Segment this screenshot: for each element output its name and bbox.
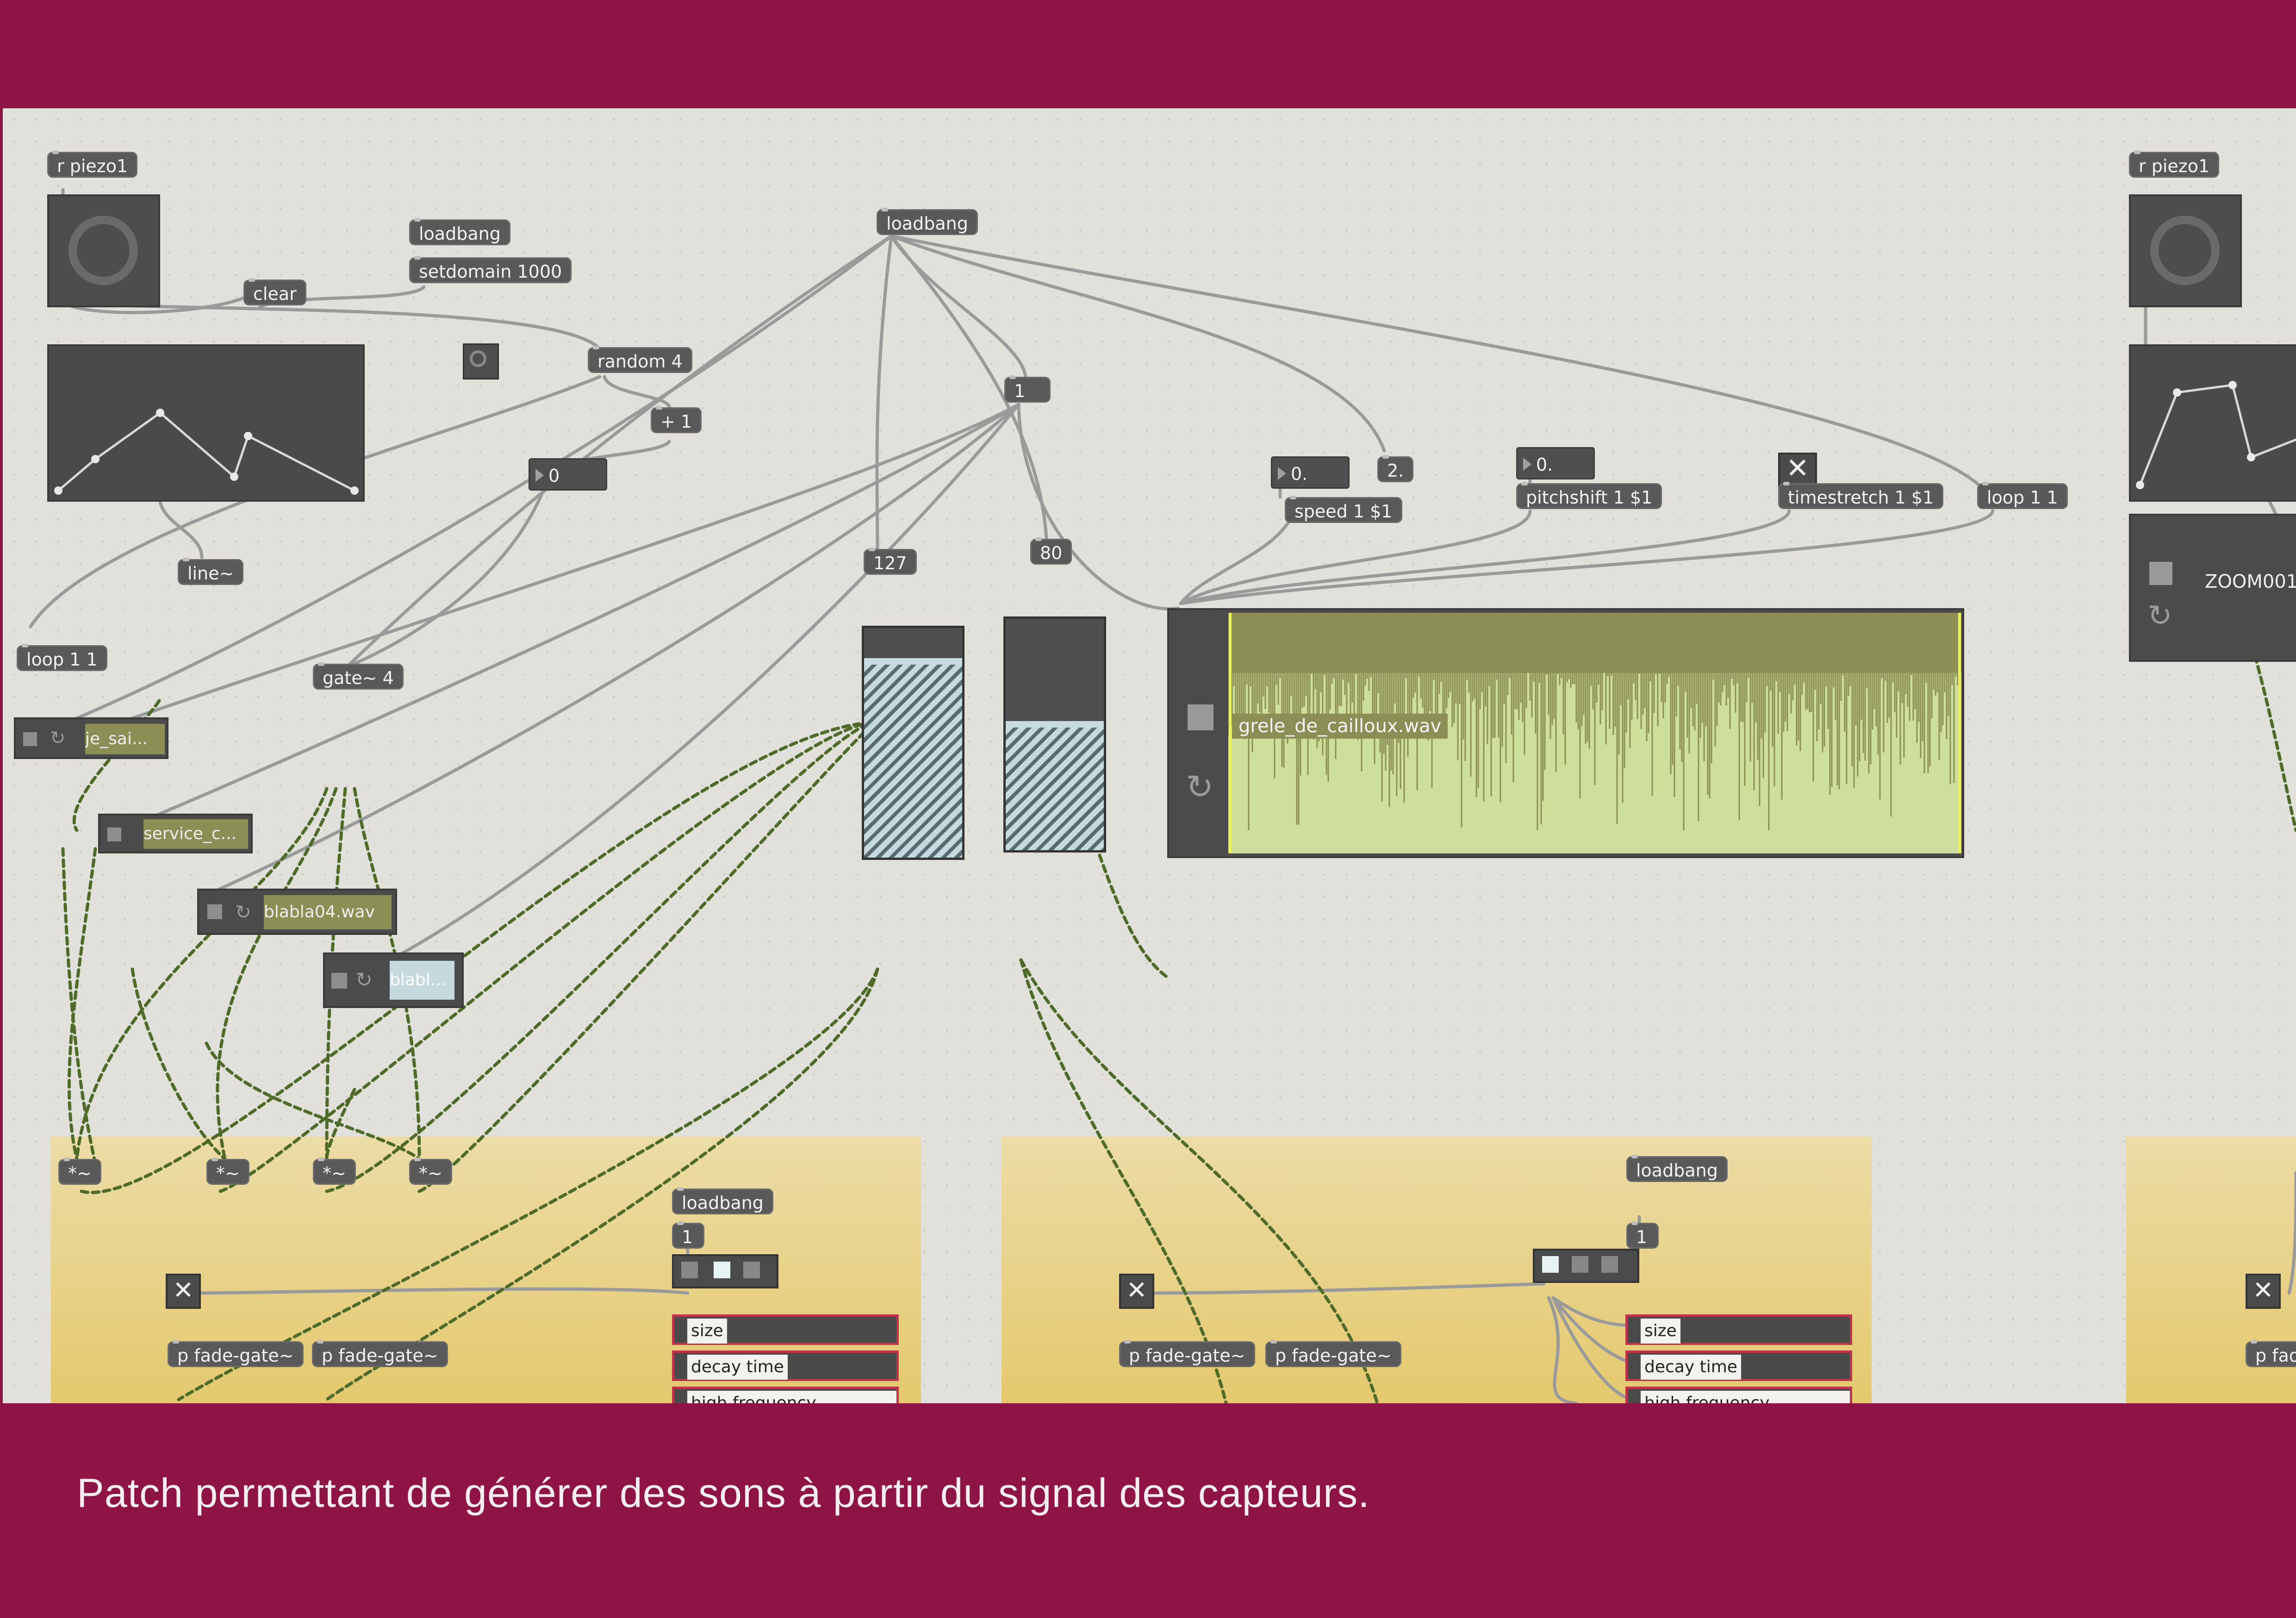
gate-object[interactable]: gate~ 4 [313, 662, 404, 690]
preset-radio-panel2[interactable] [1533, 1249, 1639, 1283]
clear-message[interactable]: clear [243, 278, 306, 305]
loadbang-main-object[interactable]: loadbang [877, 208, 978, 235]
multiply-signal-4[interactable]: *~ [409, 1157, 452, 1185]
r-piezo1-object-right[interactable]: r piezo1 [2129, 150, 2220, 178]
figure-caption: Patch permettant de générer des sons à p… [77, 1470, 1370, 1516]
play-square-icon[interactable] [107, 828, 121, 841]
message-127[interactable]: 127 [864, 548, 917, 575]
slider-fill [864, 658, 962, 858]
gate-toggle-panel2[interactable]: ✕ [1119, 1274, 1154, 1309]
fade-gate-2[interactable]: p fade-gate~ [312, 1340, 448, 1367]
toggle-x-icon: ✕ [1786, 452, 1810, 485]
gain-slider-80[interactable] [1003, 616, 1106, 853]
setdomain-message[interactable]: setdomain 1000 [409, 256, 572, 283]
player-service[interactable]: service_c... [98, 814, 253, 853]
play-square-icon[interactable] [2149, 562, 2172, 585]
waveform-player[interactable]: ↻ grele_de_cailloux.wav [1167, 608, 1964, 858]
loop-message-right[interactable]: loop 1 1 [1977, 482, 2068, 509]
message-one-panel1[interactable]: 1 [672, 1221, 704, 1249]
preset-radio-panel1[interactable] [672, 1254, 778, 1288]
piezo1-dial[interactable] [47, 194, 160, 307]
pitchshift-message[interactable]: pitchshift 1 $1 [1516, 482, 1662, 509]
player-blabl[interactable]: ↻ blabl... [323, 952, 464, 1008]
r-piezo1-object[interactable]: r piezo1 [47, 150, 138, 178]
reverb-size-param[interactable]: size [672, 1314, 899, 1345]
player-je-sai[interactable]: ↻ je_sai... [14, 717, 168, 759]
random-object[interactable]: random 4 [588, 346, 692, 373]
message-two[interactable]: 2. [1377, 455, 1414, 482]
message-one-panel2[interactable]: 1 [1626, 1221, 1659, 1249]
play-square-icon[interactable] [207, 904, 222, 919]
play-square-icon[interactable] [23, 732, 37, 746]
slider-fill [1006, 721, 1104, 850]
patcher-canvas[interactable]: r piezo1 loadbang setdomain 1000 clear r… [3, 108, 2296, 1403]
multiply-signal-2[interactable]: *~ [206, 1157, 249, 1185]
message-80[interactable]: 80 [1030, 537, 1072, 565]
player-label: blabl... [390, 961, 454, 1000]
message-one[interactable]: 1 [1004, 375, 1051, 403]
loadbang-panel2[interactable]: loadbang [1626, 1155, 1728, 1182]
play-square-icon[interactable] [331, 973, 347, 989]
reverb-decay-param-2[interactable]: decay time [1625, 1350, 1852, 1381]
gate-toggle-panel1[interactable]: ✕ [166, 1274, 201, 1309]
multiply-signal-1[interactable]: *~ [58, 1157, 101, 1185]
fade-gate-1[interactable]: p fade-gate~ [168, 1340, 304, 1367]
breakpoint-curve [54, 409, 359, 495]
player-label: je_sai... [85, 724, 165, 754]
waveform-graphic [1227, 613, 1961, 853]
loop-icon[interactable]: ↻ [50, 728, 66, 749]
function-breakpoint-editor[interactable] [47, 344, 365, 502]
fade-gate-4[interactable]: p fade-gate~ [1265, 1340, 1401, 1367]
function-breakpoint-editor-right[interactable] [2129, 344, 2296, 502]
player-blabla04[interactable]: ↻ blabla04.wav [197, 889, 397, 935]
plus-one-object[interactable]: + 1 [651, 406, 702, 433]
speed-message[interactable]: speed 1 $1 [1285, 496, 1402, 523]
loop-icon[interactable]: ↻ [1186, 767, 1214, 806]
loop-icon[interactable]: ↻ [235, 901, 252, 923]
player-label: blabla04.wav [264, 895, 392, 929]
piezo1-dial-right[interactable] [2129, 194, 2242, 307]
number-box-zero[interactable]: 0 [529, 458, 607, 491]
multiply-signal-3[interactable]: *~ [313, 1157, 356, 1185]
player-zoom[interactable]: ↻ ZOOM001 [2129, 514, 2296, 662]
loadbang-panel1[interactable]: loadbang [672, 1187, 773, 1214]
speed-number-box[interactable]: 0. [1271, 456, 1350, 489]
loadbang-object[interactable]: loadbang [409, 218, 510, 245]
dial-ring-icon [2150, 216, 2220, 285]
small-dial[interactable] [463, 343, 499, 380]
loop-icon[interactable]: ↻ [2147, 599, 2172, 633]
sample-file-label: grele_de_cailloux.wav [1232, 714, 1448, 739]
loop-icon[interactable]: ↻ [355, 968, 373, 992]
play-square-icon[interactable] [1188, 704, 1213, 730]
toggle-x-icon: ✕ [1126, 1276, 1147, 1305]
reverb-size-param-2[interactable]: size [1625, 1314, 1852, 1345]
gain-slider-127[interactable] [862, 626, 964, 860]
gate-toggle-panel3[interactable]: ✕ [2246, 1274, 2281, 1309]
player-label: service_c... [143, 819, 248, 849]
pitch-number-box[interactable]: 0. [1516, 447, 1595, 479]
toggle-x-icon: ✕ [173, 1276, 194, 1305]
timestretch-message[interactable]: timestretch 1 $1 [1778, 482, 1944, 509]
fade-gate-3[interactable]: p fade-gate~ [1119, 1340, 1255, 1367]
reverb-hf-damping-param-2[interactable]: high frequency damping [1625, 1387, 1852, 1403]
reverb-decay-param[interactable]: decay time [672, 1350, 899, 1381]
reverb-hf-damping-param[interactable]: high frequency damping [672, 1387, 899, 1403]
toggle-x-icon: ✕ [2252, 1276, 2274, 1305]
line-signal-object[interactable]: line~ [178, 558, 244, 585]
fade-gate-5[interactable]: p fad [2246, 1340, 2296, 1367]
breakpoint-curve [2136, 381, 2296, 489]
dial-ring-icon [68, 216, 138, 285]
player-label: ZOOM001 [2205, 571, 2296, 592]
loop-message-left[interactable]: loop 1 1 [17, 644, 107, 671]
